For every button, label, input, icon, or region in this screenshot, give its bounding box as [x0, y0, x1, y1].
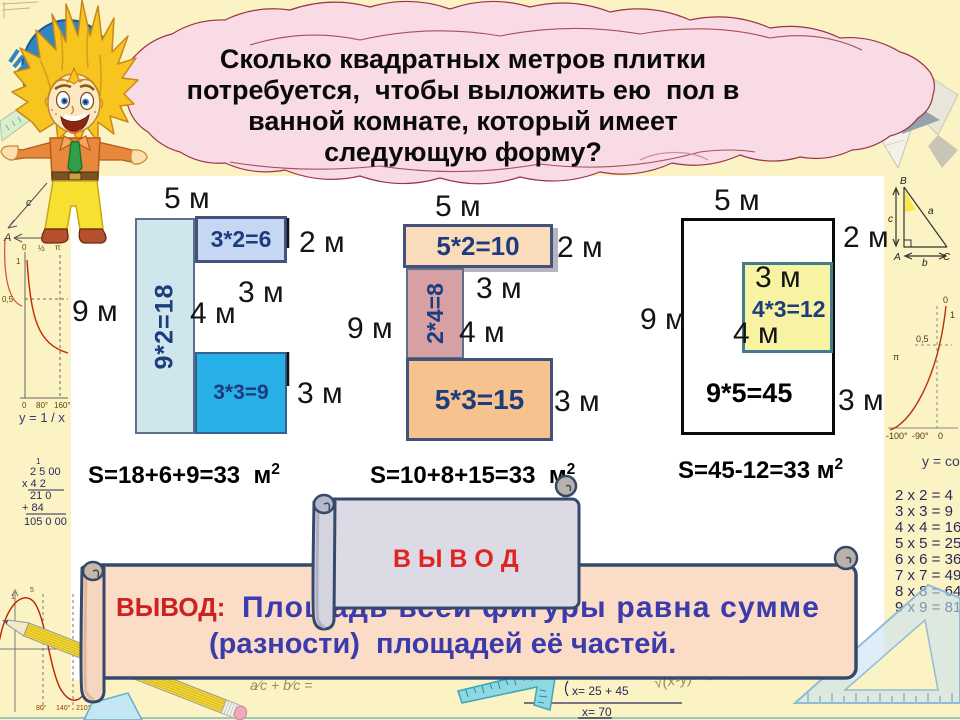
svg-text:6 x 6 = 36: 6 x 6 = 36 — [895, 551, 960, 568]
svg-text:+ 84: + 84 — [22, 502, 44, 514]
svg-text:x 4 2: x 4 2 — [22, 478, 46, 490]
svg-text:0: 0 — [22, 243, 27, 252]
svg-text:a: a — [928, 206, 934, 217]
svg-text:80°: 80° — [36, 401, 48, 410]
svg-text:-90°: -90° — [912, 431, 929, 441]
svg-text:a⁄c + b⁄c =: a⁄c + b⁄c = — [250, 677, 312, 693]
svg-text:4 x 4 = 16: 4 x 4 = 16 — [895, 519, 960, 536]
svg-text:1: 1 — [36, 457, 41, 466]
svg-text:b: b — [922, 258, 928, 269]
svg-text:210°: 210° — [76, 704, 91, 712]
svg-text:5: 5 — [30, 587, 34, 594]
svg-text:π: π — [893, 352, 899, 362]
svg-text:0,5: 0,5 — [2, 295, 14, 304]
svg-text:2 x 2 = 4: 2 x 2 = 4 — [895, 487, 953, 504]
svg-text:21 0: 21 0 — [30, 490, 51, 502]
svg-text:160°: 160° — [54, 401, 71, 410]
svg-text:c: c — [888, 214, 893, 225]
svg-text:80°: 80° — [36, 704, 47, 712]
svg-text:0,5: 0,5 — [916, 334, 929, 344]
svg-text:7 x 7 = 49: 7 x 7 = 49 — [895, 567, 960, 584]
svg-text:y = co: y = co — [922, 453, 960, 469]
svg-text:x= 70: x= 70 — [582, 705, 612, 719]
svg-text:5 x 5 = 25: 5 x 5 = 25 — [895, 535, 960, 552]
svg-text:3 x 3 = 9: 3 x 3 = 9 — [895, 503, 953, 520]
svg-text:x= 25 + 45: x= 25 + 45 — [572, 684, 629, 698]
svg-text:2 5 00: 2 5 00 — [30, 466, 61, 478]
svg-text:B: B — [900, 176, 907, 187]
svg-text:y = 1 / x: y = 1 / x — [19, 410, 65, 425]
svg-text:π: π — [55, 243, 61, 252]
svg-text:A: A — [3, 232, 11, 244]
svg-text:c: c — [26, 197, 32, 209]
svg-text:½: ½ — [38, 244, 45, 253]
svg-text:0: 0 — [943, 295, 948, 305]
svg-text:C: C — [943, 252, 951, 263]
svg-text:-100°: -100° — [886, 431, 908, 441]
svg-text:1: 1 — [16, 257, 21, 266]
svg-text:105 0 00: 105 0 00 — [24, 516, 67, 528]
svg-text:0: 0 — [938, 431, 943, 441]
svg-text:0: 0 — [22, 401, 27, 410]
svg-text:A: A — [893, 252, 901, 263]
svg-text:1: 1 — [950, 310, 955, 320]
svg-text:1: 1 — [11, 594, 15, 601]
svg-text:140°: 140° — [56, 704, 71, 712]
